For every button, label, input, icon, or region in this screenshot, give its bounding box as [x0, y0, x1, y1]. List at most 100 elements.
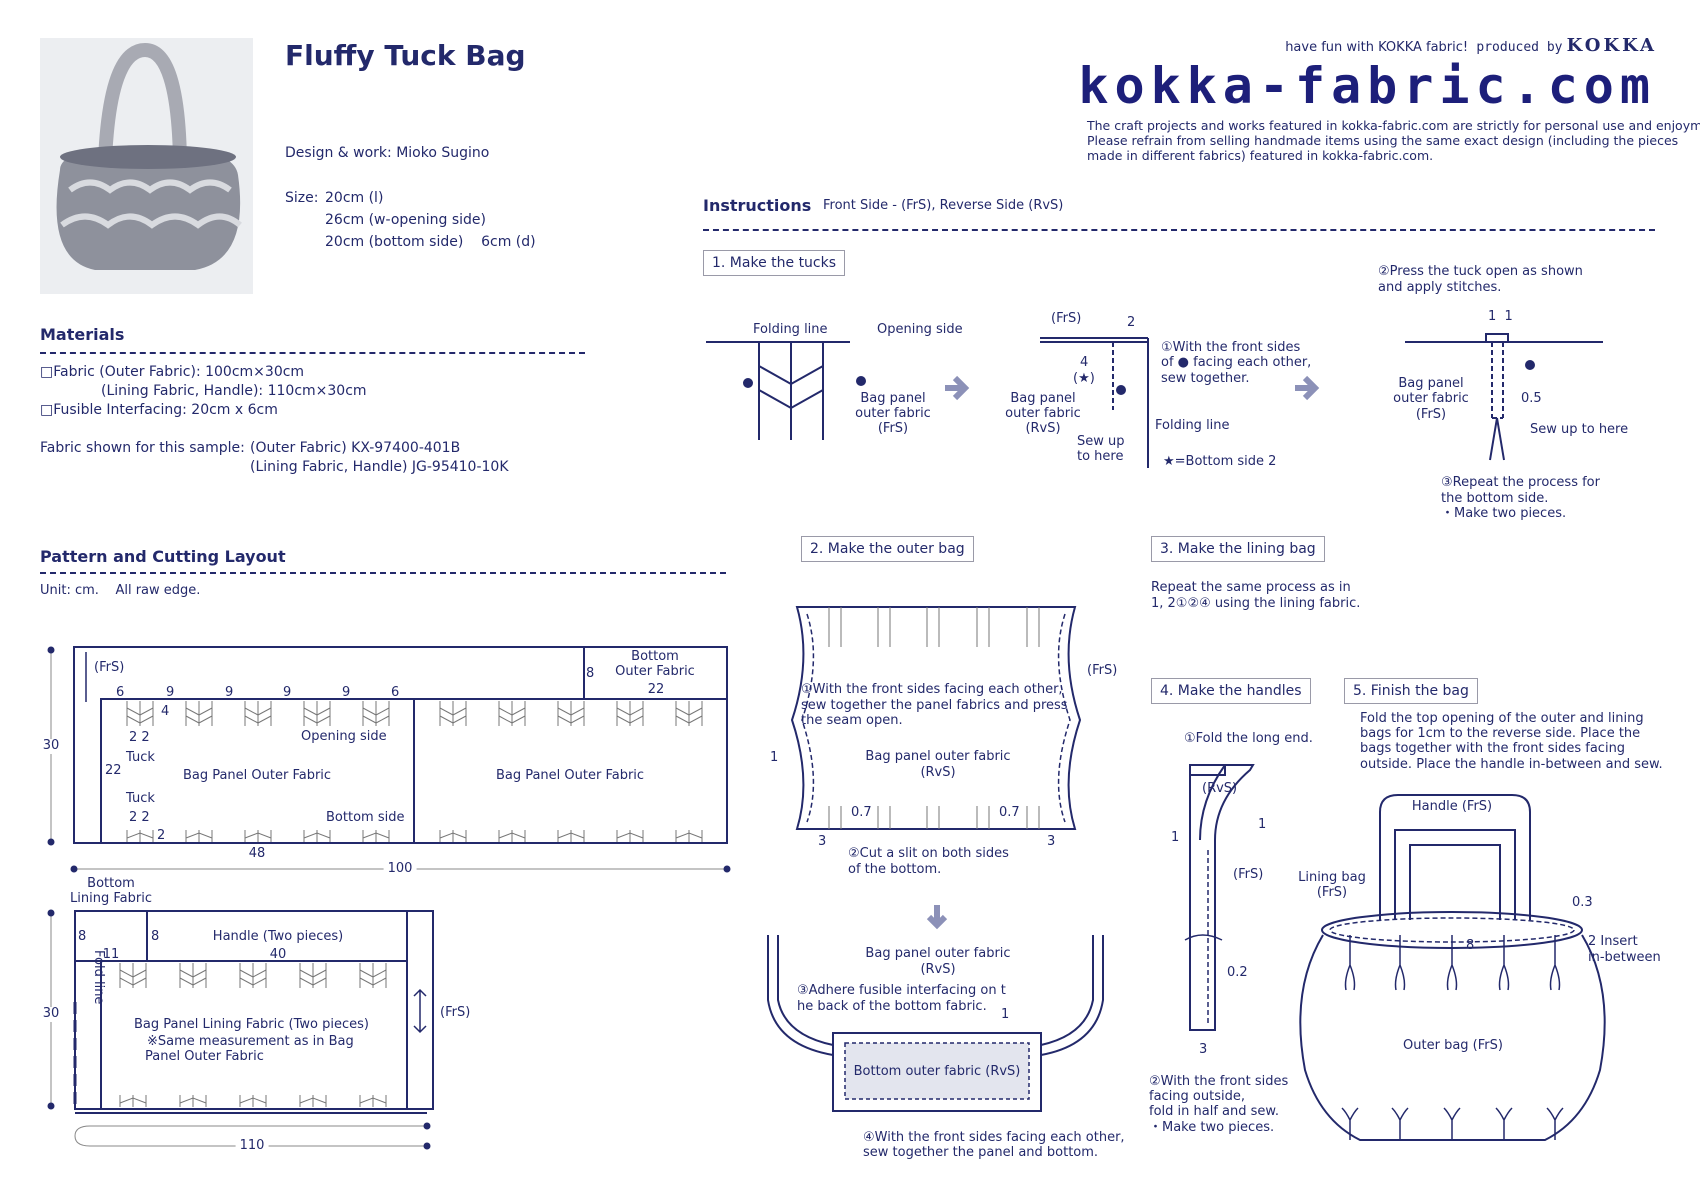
label: Handle (FrS) — [1411, 799, 1493, 815]
label: facing outside, — [1149, 1089, 1245, 1104]
tuck-mark — [119, 963, 147, 988]
dim-label: 2 — [157, 828, 166, 843]
label: 2 — [1127, 315, 1136, 330]
slit-mark — [828, 607, 842, 647]
label: he back of the bottom fabric. — [797, 999, 987, 1014]
tuck-mark — [299, 1095, 327, 1107]
tuck-mark — [239, 963, 267, 988]
dim-label: 8 — [78, 929, 87, 944]
bottom-outer-label: Bottom — [631, 649, 679, 664]
disclaimer-line: The craft projects and works featured in… — [1087, 118, 1700, 133]
tagline: have fun with KOKKA fabric! — [1285, 40, 1469, 55]
label: (FrS) — [877, 421, 909, 436]
lining-panel-label: Panel Outer Fabric — [145, 1049, 264, 1064]
outer-fabric-layout — [47, 646, 731, 1107]
bag-photo — [40, 38, 253, 294]
dim-label: 6 — [391, 685, 400, 700]
label: ②With the front sides — [1149, 1074, 1289, 1089]
grain-label: (FrS) — [94, 660, 125, 675]
label: Fold the top opening of the outer and li… — [1360, 711, 1644, 726]
dim-label: 22 — [105, 763, 122, 778]
label: sew together the panel fabrics and press — [801, 698, 1068, 713]
label: Bag panel — [1010, 391, 1076, 406]
label: in-between — [1588, 950, 1661, 965]
label: 3 — [818, 834, 827, 849]
label: ③Adhere fusible interfacing on t — [797, 983, 1006, 998]
materials-heading: Materials — [40, 325, 125, 344]
label: Bag panel outer fabric — [865, 749, 1011, 764]
label: 3 — [1199, 1042, 1208, 1057]
bottom-outer-label: Outer Fabric — [615, 664, 695, 679]
label: ④With the front sides facing each other, — [863, 1130, 1125, 1145]
label: Opening side — [877, 322, 963, 337]
label: 0.5 — [1521, 391, 1542, 406]
label: Outer bag (FrS) — [1403, 1038, 1503, 1053]
bottom-lining-label: Bottom — [87, 876, 135, 891]
tuck-mark — [675, 701, 703, 726]
panel-label: Bag Panel Outer Fabric — [495, 768, 645, 783]
label: ②Cut a slit on both sides — [848, 846, 1009, 861]
dim-label: 2 2 — [129, 730, 150, 745]
divider — [703, 229, 1655, 231]
opening-side-label: Opening side — [301, 729, 387, 744]
dim-label: 30 — [42, 738, 60, 754]
dim-label: 9 — [166, 685, 175, 700]
tuck-mark — [616, 830, 644, 842]
dim-label: 8 — [151, 929, 160, 944]
slit-mark — [877, 607, 891, 647]
slit-mark — [976, 607, 990, 647]
tuck-mark — [299, 963, 327, 988]
label: Sew up — [1077, 434, 1125, 449]
label: the seam open. — [801, 713, 903, 728]
label: of the bottom. — [848, 862, 942, 877]
dim-label: 40 — [269, 947, 287, 962]
tuck-mark — [126, 830, 154, 842]
site-logo[interactable]: kokka-fabric.com — [1078, 57, 1656, 115]
label: ②Press the tuck open as shown — [1378, 264, 1583, 279]
tuck-diagrams — [706, 333, 1603, 468]
slit-mark — [926, 607, 940, 647]
divider — [40, 352, 585, 354]
outer-bag-diagram — [767, 606, 1104, 1112]
tuck-mark — [185, 830, 213, 842]
sample-fabric: (Lining Fabric, Handle) JG-95410-10K — [250, 459, 509, 475]
dim-label: 6 — [116, 685, 125, 700]
tuck-mark — [119, 1095, 147, 1107]
label: 1 — [1258, 817, 1267, 832]
bottom-lining-label: Lining Fabric — [70, 891, 152, 906]
tuck-mark — [557, 830, 585, 842]
label: (FrS) — [1316, 885, 1348, 900]
pleat-mark — [1341, 1107, 1359, 1140]
label: (RvS) — [1025, 421, 1061, 436]
dim-label: 30 — [42, 1006, 60, 1022]
label: outside. Place the handle in-between and… — [1360, 757, 1663, 772]
pleat-mark — [1446, 935, 1458, 991]
slit-mark — [926, 806, 940, 829]
label: sew together the panel and bottom. — [863, 1145, 1099, 1160]
lining-panel-label: Bag Panel Lining Fabric (Two pieces) — [134, 1017, 369, 1032]
label: outer fabric — [1005, 406, 1081, 421]
tuck-mark — [439, 830, 467, 842]
label: 0.2 — [1227, 965, 1248, 980]
dim-label: 9 — [283, 685, 292, 700]
size-label: Size: — [285, 190, 319, 206]
label: ・Make two pieces. — [1441, 506, 1567, 521]
label: (RvS) — [920, 765, 956, 780]
dim-label: 9 — [342, 685, 351, 700]
slit-mark — [1026, 607, 1040, 647]
disclaimer-line: made in different fabrics) featured in k… — [1087, 148, 1434, 163]
size-line: 20cm (l) — [325, 190, 384, 206]
material-item: (Lining Fabric, Handle): 110cm×30cm — [101, 383, 367, 399]
tuck-mark — [244, 830, 272, 842]
label: 3 — [1047, 834, 1056, 849]
finished-bag-diagram — [1299, 794, 1606, 1141]
dim-label: 48 — [248, 846, 266, 862]
label: 1 — [770, 750, 779, 765]
sample-fabric: (Outer Fabric) KX-97400-401B — [250, 440, 461, 456]
page-title: Fluffy Tuck Bag — [285, 39, 526, 72]
label: Sew up to here — [1530, 422, 1629, 437]
label: 1, 2①②④ using the lining fabric. — [1151, 596, 1361, 611]
step2-title: 2. Make the outer bag — [801, 536, 974, 562]
label: and apply stitches. — [1378, 280, 1502, 295]
label: bags for 1cm to the reverse side. Place … — [1360, 726, 1641, 741]
